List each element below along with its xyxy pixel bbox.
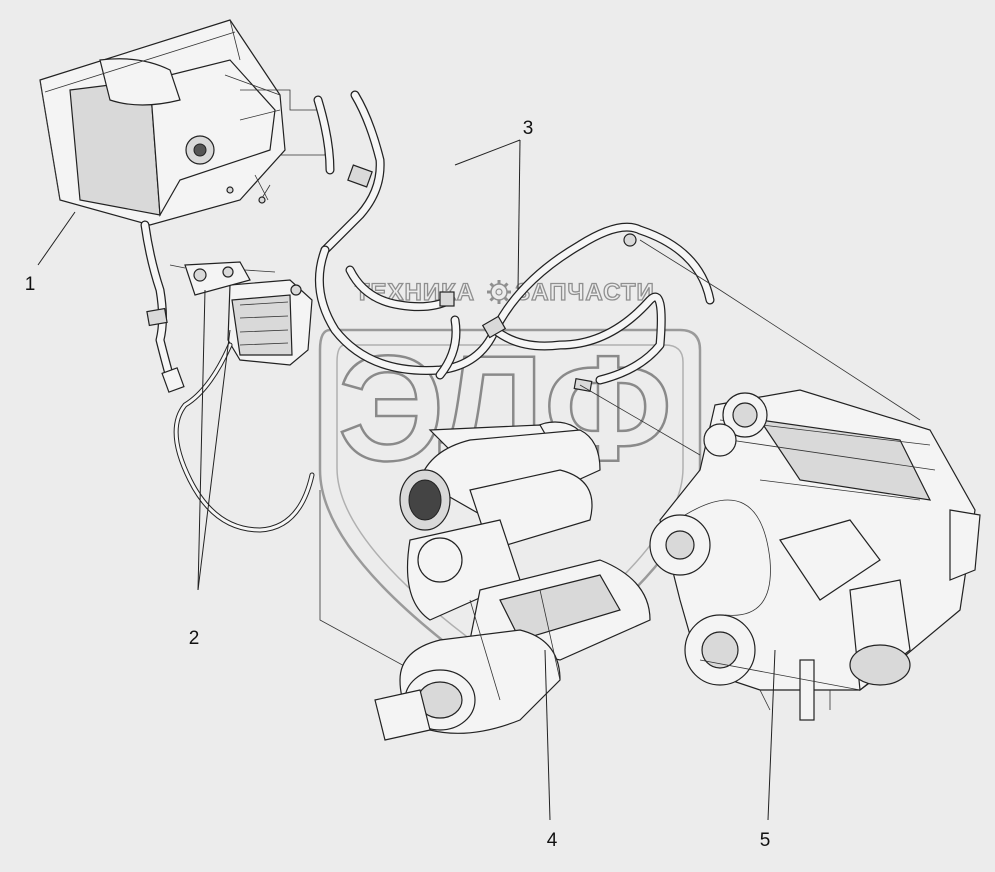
part-3-hoses: [313, 90, 921, 681]
callouts: 1 2 3 4 5: [25, 118, 771, 851]
callout-5: 5: [760, 830, 771, 851]
callout-3: 3: [523, 118, 534, 139]
callout-2: 2: [189, 628, 200, 649]
part-1-tank: [39, 19, 326, 226]
part-2-heater: [169, 261, 313, 366]
watermark-right-text: ЗАПЧАСТИ: [515, 279, 655, 306]
part-4-aftertreatment: [374, 421, 651, 741]
part-1-drain-hose: [140, 220, 185, 393]
callout-1: 1: [25, 274, 36, 295]
callout-leaders: [37, 139, 776, 821]
gear-icon: [487, 280, 511, 304]
callout-4: 4: [547, 830, 558, 851]
part-5-engine: [649, 389, 981, 721]
part-2-coolant-hose: [173, 342, 315, 533]
